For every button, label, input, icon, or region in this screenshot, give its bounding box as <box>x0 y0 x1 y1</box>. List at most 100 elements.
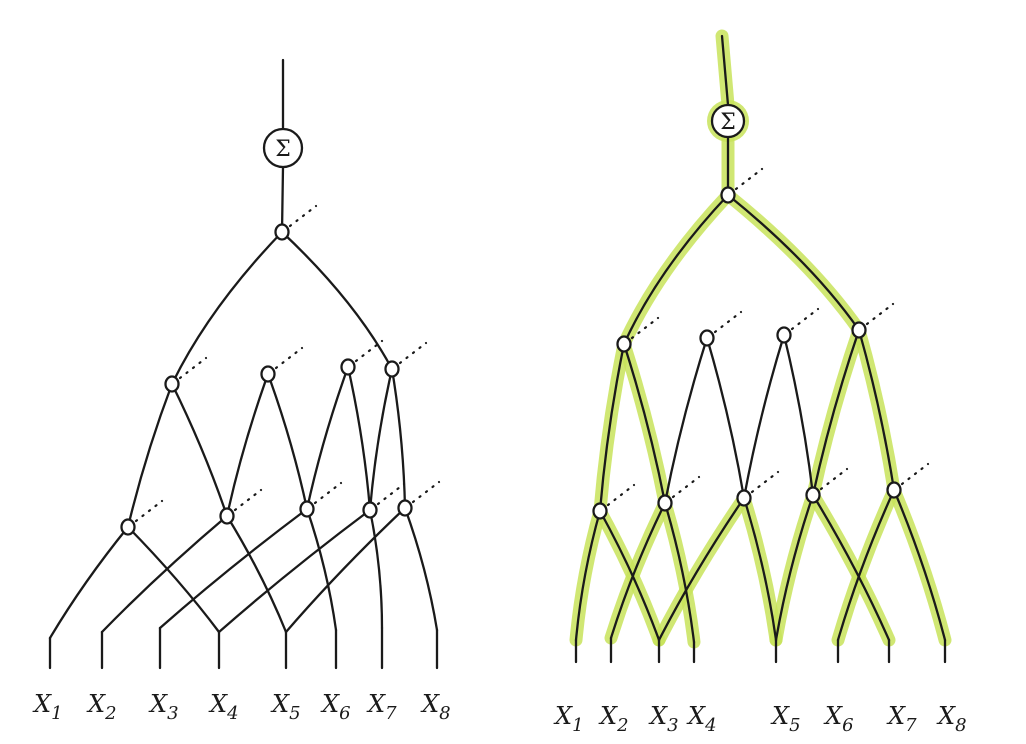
input-label: X3 <box>148 690 179 724</box>
layer2-node <box>776 326 792 344</box>
input-label: X2 <box>86 690 117 724</box>
layer1-node <box>657 494 673 512</box>
ellipsis-dots <box>671 475 701 499</box>
input-label-subscript: 1 <box>51 703 62 724</box>
input-label-base: X <box>320 690 340 718</box>
input-label: X8 <box>420 690 451 724</box>
input-label-base: X <box>420 690 440 718</box>
ellipsis-dots <box>713 310 743 334</box>
ellipsis-dots <box>376 482 406 506</box>
sum-node <box>710 103 746 139</box>
highlight-edge <box>806 323 866 502</box>
input-label-base: X <box>366 690 386 718</box>
input-label-base: X <box>936 702 956 730</box>
input-label-base: X <box>553 702 573 730</box>
edge-layer1-to-layer2 <box>598 342 626 513</box>
edge-input-to-layer1 <box>774 493 815 642</box>
layer2-node <box>340 358 356 376</box>
input-label-subscript: 6 <box>842 715 853 736</box>
ellipsis-dots <box>178 356 208 380</box>
input-label: X3 <box>648 702 679 736</box>
edge-input-to-layer1 <box>217 508 372 634</box>
layer1-node <box>219 507 235 525</box>
layer1-node <box>362 501 378 519</box>
highlight-edge <box>617 188 735 351</box>
edge-layer1-to-layer2 <box>126 382 174 529</box>
input-label: X2 <box>598 702 629 736</box>
layer2-node <box>164 375 180 393</box>
nodes: Σ <box>592 103 902 520</box>
input-label-subscript: 3 <box>167 703 178 724</box>
input-label-subscript: 6 <box>339 703 350 724</box>
input-label-base: X <box>686 702 706 730</box>
edge-input-to-layer1 <box>100 514 229 634</box>
input-label: X7 <box>366 690 397 724</box>
input-label-base: X <box>823 702 843 730</box>
edges <box>574 34 947 664</box>
highlight-path <box>569 29 952 649</box>
layer2-node <box>384 360 400 378</box>
layer2-node <box>616 335 632 353</box>
input-label-base: X <box>148 690 168 718</box>
ellipsis-dots <box>734 167 764 191</box>
sum-node <box>262 127 304 169</box>
edge-input-to-layer1 <box>609 501 667 640</box>
input-label-subscript: 8 <box>955 715 966 736</box>
edge-input-to-layer1 <box>225 514 288 634</box>
edge-layer2-to-layer3 <box>726 193 861 332</box>
ellipsis-dots <box>606 483 636 507</box>
ellipsis-dots <box>606 167 930 507</box>
edge-input-to-layer1 <box>892 488 947 642</box>
input-label-subscript: 3 <box>667 715 678 736</box>
edge-layer1-to-layer2 <box>225 372 270 518</box>
input-label: X4 <box>686 702 717 736</box>
input-label-subscript: 1 <box>572 715 583 736</box>
highlight-edge <box>721 188 866 337</box>
edge-layer1-to-layer2 <box>305 365 350 511</box>
nodes: Σ <box>120 127 413 536</box>
input-label-base: X <box>886 702 906 730</box>
ellipsis-dots <box>398 341 428 365</box>
highlight-edge <box>852 323 901 497</box>
highlight-edge <box>737 491 783 647</box>
highlight-edge <box>593 337 631 518</box>
edge-layer1-to-layer2 <box>857 328 896 492</box>
edge-input-to-layer1 <box>811 493 891 642</box>
edge-layer1-to-layer2 <box>663 336 709 505</box>
layer1-node <box>120 518 136 536</box>
highlight-edge <box>887 483 952 647</box>
ellipsis-dots <box>288 204 318 228</box>
highlight-edge <box>769 488 820 647</box>
input-label: X4 <box>208 690 239 724</box>
edge-layer1-to-layer2 <box>705 336 746 500</box>
edges <box>48 58 439 670</box>
edge-layer1-to-layer2 <box>170 382 229 518</box>
input-label: X7 <box>886 702 917 736</box>
ellipsis-dots <box>630 316 660 340</box>
edge-input-to-layer1 <box>158 507 309 630</box>
highlight-edge <box>569 504 607 647</box>
ellipsis-dots <box>900 462 930 486</box>
input-label: X6 <box>823 702 854 736</box>
edge-layer1-to-layer2 <box>622 342 667 505</box>
edge-layer1-to-layer2 <box>811 328 861 497</box>
sum-symbol: Σ <box>275 137 291 162</box>
input-label: X5 <box>270 690 301 724</box>
input-label: X6 <box>320 690 351 724</box>
input-label-base: X <box>32 690 52 718</box>
edge-layer1-to-layer2 <box>266 372 309 511</box>
layer3-node <box>720 186 736 204</box>
layer3-node <box>274 223 290 241</box>
input-label-base: X <box>770 702 790 730</box>
layer1-node <box>805 486 821 504</box>
input-label-base: X <box>208 690 228 718</box>
edge-to-sum <box>280 165 285 234</box>
layer1-node <box>736 489 752 507</box>
input-label: X5 <box>770 702 801 736</box>
highlight-edge <box>617 337 672 510</box>
edge-input-to-layer1 <box>284 506 407 634</box>
input-label-subscript: 2 <box>104 703 116 724</box>
